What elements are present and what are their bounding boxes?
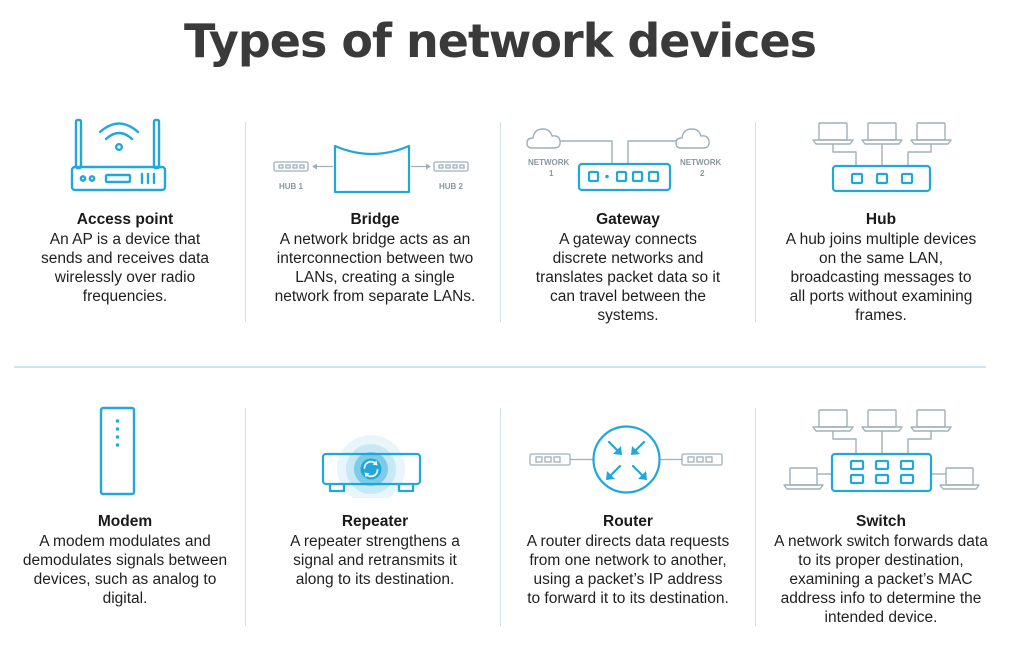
network-2-number: 2 <box>700 169 705 178</box>
device-name: Hub <box>865 211 897 228</box>
row-divider <box>14 366 986 368</box>
device-name: Router <box>603 513 653 530</box>
device-description: An AP is a device that sends and receive… <box>40 231 210 305</box>
repeater-icon <box>321 435 422 498</box>
hub-1-label: HUB 1 <box>279 182 304 191</box>
device-name: Gateway <box>596 211 660 228</box>
device-description: A repeater strengthens a signal and retr… <box>290 533 460 588</box>
hub-2-label: HUB 2 <box>439 182 464 191</box>
device-switch: Switch A network switch forwards data to… <box>756 398 1006 628</box>
device-access-point: Access point An AP is a device that send… <box>0 110 250 340</box>
device-router: Router A router directs data requests fr… <box>503 398 753 628</box>
device-name: Access point <box>76 211 174 228</box>
device-repeater: Repeater A repeater strengthens a signal… <box>250 398 500 628</box>
bridge-icon: HUB 1 HUB 2 <box>273 144 469 194</box>
switch-icon <box>783 409 980 493</box>
column-divider <box>755 122 756 322</box>
page-title: Types of network devices <box>183 14 817 68</box>
device-description: A gateway connects discrete networks and… <box>535 231 721 324</box>
device-name: Modem <box>97 513 153 530</box>
device-description: A network switch forwards data to its pr… <box>774 533 988 626</box>
device-description: A hub joins multiple devices on the same… <box>785 231 977 324</box>
device-description: A modem modulates and demodulates signal… <box>22 533 228 607</box>
column-divider <box>500 408 501 626</box>
wireless-access-point-icon <box>70 118 167 192</box>
column-divider <box>245 408 246 626</box>
hub-icon <box>812 122 952 193</box>
device-description: A network bridge acts as an interconnect… <box>274 231 476 305</box>
device-modem: Modem A modem modulates and demodulates … <box>0 398 250 628</box>
device-description: A router directs data requests from one … <box>526 533 730 607</box>
column-divider <box>500 122 501 322</box>
network-1-number: 1 <box>549 169 554 178</box>
modem-icon <box>99 406 136 496</box>
gateway-icon: NETWORK 1 NETWORK 2 <box>526 128 722 192</box>
device-bridge: HUB 1 HUB 2 Bridge A network bridge acts… <box>250 110 500 340</box>
column-divider <box>755 408 756 626</box>
network-1-label: NETWORK <box>528 158 570 167</box>
device-gateway: NETWORK 1 NETWORK 2 Gateway A gateway co… <box>503 110 753 340</box>
network-2-label: NETWORK <box>680 158 722 167</box>
device-name: Bridge <box>350 211 400 228</box>
device-name: Repeater <box>341 513 409 530</box>
device-hub: Hub A hub joins multiple devices on the … <box>756 110 1006 340</box>
column-divider <box>245 122 246 322</box>
router-icon <box>529 425 723 494</box>
device-name: Switch <box>856 513 906 530</box>
